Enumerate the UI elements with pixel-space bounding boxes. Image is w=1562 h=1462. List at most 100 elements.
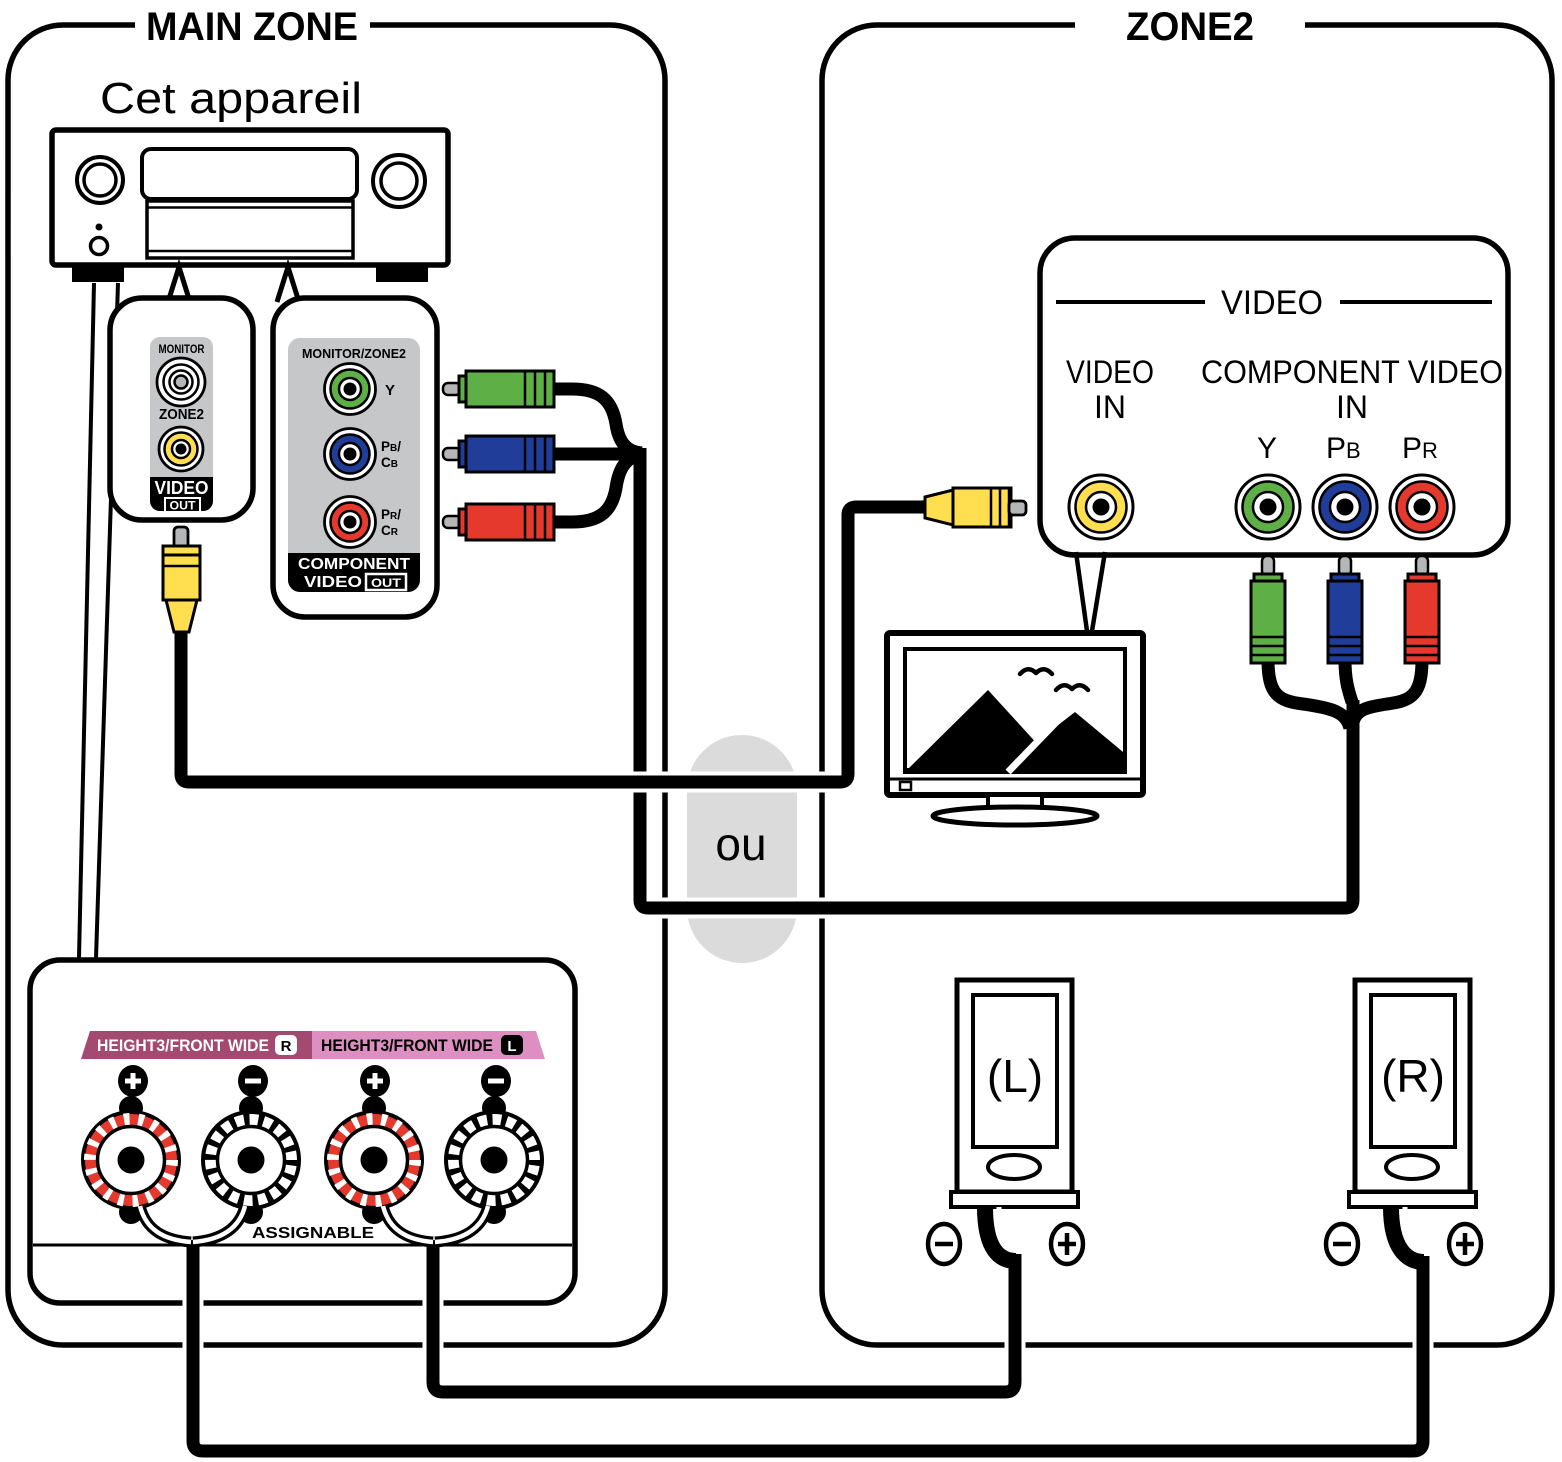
l-badge (501, 1035, 523, 1055)
binding-post-r-minus (201, 1096, 301, 1224)
tv-stand-base (930, 804, 1100, 828)
monitor-jack-label: MONITOR (159, 342, 205, 356)
speaker-left-wire-loop (977, 1206, 1020, 1269)
device-label: Cet appareil (100, 74, 362, 123)
speaker-left-port (986, 1153, 1042, 1181)
binding-post-l-minus (444, 1096, 544, 1224)
component-plug-blue-icon (441, 434, 556, 474)
component-plug-green-icon (441, 369, 556, 409)
speaker-left: (L) (949, 977, 1080, 1209)
pointer-tail-video-out (165, 258, 193, 303)
tv-picture-birds (1017, 667, 1091, 693)
svg-text:IN: IN (1094, 389, 1126, 425)
svg-text:CR: CR (381, 523, 399, 538)
zone2-video-panel: VIDEO VIDEO IN COMPONENT VIDEO IN Y PB P… (1037, 235, 1511, 558)
zone2-video-in-jack-icon (1067, 473, 1135, 541)
minus-icon (238, 1065, 268, 1097)
plus-icon (360, 1065, 390, 1097)
receiver-display (140, 147, 359, 201)
zone2-plug-green-icon (1249, 554, 1287, 665)
composite-plug-zone2-icon (923, 486, 1028, 529)
r-badge (275, 1035, 297, 1055)
speaker-right: (R) (1347, 977, 1478, 1209)
assignable-label: ASSIGNABLE (252, 1225, 374, 1242)
tv-indicator (898, 780, 913, 792)
speaker-left-minus-icon (925, 1221, 963, 1267)
component-y-label: Y (385, 382, 395, 399)
component-pb-out-jack-icon (323, 427, 377, 481)
component-video-cable (554, 378, 1433, 919)
zone2-title: ZONE2 (1126, 5, 1254, 49)
component-pr-out-jack-icon (323, 495, 377, 549)
svg-text:R: R (281, 1038, 292, 1055)
receiver-foot-left (72, 265, 124, 282)
speaker-right-wire-loop (1383, 1206, 1427, 1270)
terminal-label-l: HEIGHT3/FRONT WIDE (321, 1036, 493, 1055)
binding-post-r-plus (81, 1096, 181, 1224)
svg-text:L: L (507, 1038, 516, 1055)
zone2-plug-blue-icon (1326, 554, 1364, 665)
speaker-left-label: (L) (987, 1050, 1043, 1102)
zone2-plug-red-icon (1403, 554, 1441, 665)
component-out-panel: MONITOR/ZONE2 Y PB/ CB PR/ CR COMPONENT … (270, 295, 440, 620)
speaker-cable-left (422, 1240, 1026, 1403)
speaker-right-port (1384, 1153, 1440, 1181)
component-label-line2: VIDEO (304, 574, 362, 591)
minus-icon (481, 1065, 511, 1097)
zone2-pb-in-jack-icon (1311, 473, 1379, 541)
speaker-cable-right (182, 1240, 1434, 1462)
receiver-foot-right (376, 265, 428, 282)
zone2-jack-label: ZONE2 (159, 407, 204, 423)
main-zone-title-gap (135, 0, 370, 50)
receiver-illustration (49, 127, 451, 282)
svg-text:OUT: OUT (170, 501, 196, 513)
svg-text:OUT: OUT (371, 576, 402, 590)
binding-post-l-plus (324, 1096, 424, 1224)
or-label: ou (715, 818, 766, 870)
tv-picture-mountains (907, 690, 1123, 775)
video-out-label: VIDEO (155, 478, 209, 498)
composite-video-cable (170, 496, 926, 793)
zone2-video-in-label: VIDEO (1066, 354, 1154, 390)
zone2-y-label: Y (1257, 432, 1277, 465)
pointer-tail-component-out (274, 258, 302, 303)
monitor-jack-icon (155, 356, 207, 408)
zone2-video-out-jack-icon (157, 425, 205, 473)
zone2-title-gap (1075, 0, 1305, 50)
or-capsule: ou (687, 735, 797, 963)
out-badge (164, 497, 201, 513)
zone2-component-in-label: COMPONENT VIDEO (1201, 354, 1503, 390)
component-panel-title: MONITOR/ZONE2 (302, 346, 406, 361)
zone2-y-in-jack-icon (1234, 473, 1302, 541)
zone2-pr-label: PR (1402, 432, 1438, 465)
tv-illustration (884, 630, 1146, 828)
zone2-panel-header: VIDEO (1221, 284, 1323, 322)
main-zone-title: MAIN ZONE (146, 5, 358, 49)
main-zone-box (5, 0, 668, 1348)
component-pr-label: PR/ (381, 507, 401, 522)
svg-text:CB: CB (381, 455, 398, 470)
plus-icon (118, 1065, 148, 1097)
component-label-line1: COMPONENT (298, 556, 411, 573)
speaker-right-plus-icon (1446, 1221, 1484, 1267)
receiver-led (95, 223, 103, 231)
composite-plug-main-icon (161, 525, 202, 634)
video-out-panel: MONITOR ZONE2 VIDEO OUT (107, 295, 256, 523)
speaker-right-label: (R) (1381, 1050, 1445, 1102)
receiver-power-button (88, 235, 110, 257)
terminal-wires (134, 1204, 494, 1248)
terminal-label-r: HEIGHT3/FRONT WIDE (97, 1036, 269, 1055)
zone2-pr-in-jack-icon (1388, 473, 1456, 541)
component-plug-red-icon (441, 502, 556, 542)
receiver-knob-left (75, 155, 125, 205)
receiver-knob-right (371, 153, 427, 209)
height3-front-wide-r-strip (81, 1031, 312, 1059)
speaker-terminal-panel: HEIGHT3/FRONT WIDE R HEIGHT3/FRONT WIDE … (27, 957, 578, 1306)
speaker-right-minus-icon (1323, 1221, 1361, 1267)
component-out-badge (364, 572, 408, 592)
pointer-tail-tv (1073, 551, 1108, 632)
svg-text:IN: IN (1336, 389, 1368, 425)
component-y-out-jack-icon (323, 362, 377, 416)
speaker-left-plus-icon (1048, 1221, 1086, 1267)
zone2-box (819, 0, 1555, 1348)
